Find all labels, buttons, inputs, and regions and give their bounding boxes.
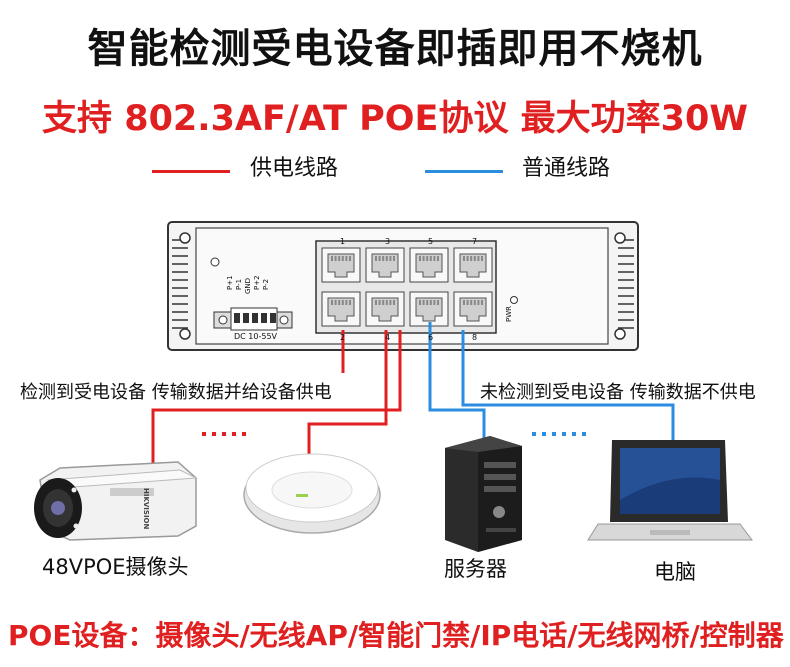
more-devices-dots-red bbox=[202, 432, 246, 436]
footer-poe-devices: POE设备：摄像头/无线AP/智能门禁/IP电话/无线网桥/控制器 等 bbox=[8, 619, 790, 652]
server-label: 服务器 bbox=[444, 557, 507, 581]
rj45-port bbox=[453, 247, 493, 283]
camera-label: 48VPOE摄像头 bbox=[42, 555, 189, 579]
terminal-label-p+1: P+1 bbox=[226, 275, 234, 290]
power-cable-camera bbox=[151, 330, 402, 470]
port-number-2: 2 bbox=[340, 333, 346, 342]
rj45-port bbox=[409, 247, 449, 283]
more-devices-dots-blue bbox=[532, 432, 586, 436]
port-number-5: 5 bbox=[428, 237, 434, 246]
laptop-device bbox=[587, 440, 753, 541]
caption-no-poe: 未检测到受电设备 传输数据不供电 bbox=[480, 382, 756, 403]
legend-power-label: 供电线路 bbox=[250, 156, 339, 181]
page-title: 智能检测受电设备即插即用不烧机 bbox=[87, 26, 703, 72]
legend-normal-line bbox=[425, 170, 503, 173]
terminal-label-p-2: P-2 bbox=[262, 278, 270, 290]
power-cable-ap bbox=[307, 330, 388, 458]
page-subtitle: 支持 802.3AF/AT POE协议 最大功率30W bbox=[42, 99, 748, 139]
pwr-label: PWR bbox=[505, 305, 513, 322]
rj45-port bbox=[365, 247, 405, 283]
camera-brand-label: HIKVISION bbox=[142, 488, 150, 530]
wireless-ap-device bbox=[243, 453, 381, 534]
port-number-7: 7 bbox=[472, 237, 478, 246]
data-cable-laptop bbox=[461, 330, 675, 440]
port-number-8: 8 bbox=[472, 333, 478, 342]
rj45-port bbox=[365, 291, 405, 327]
legend-power-line bbox=[152, 170, 230, 173]
ethernet-ports bbox=[321, 247, 493, 327]
port-number-6: 6 bbox=[428, 333, 434, 342]
poe-switch bbox=[167, 221, 639, 351]
server-device bbox=[445, 436, 522, 552]
port-number-1: 1 bbox=[340, 237, 346, 246]
rj45-port bbox=[453, 291, 493, 327]
laptop-label: 电脑 bbox=[654, 560, 696, 584]
port-number-4: 4 bbox=[385, 333, 391, 342]
terminal-label-p+2: P+2 bbox=[253, 275, 261, 290]
rj45-port bbox=[321, 291, 361, 327]
data-cable-server bbox=[428, 322, 486, 438]
terminal-label-p-1: P-1 bbox=[235, 278, 243, 290]
port-number-3: 3 bbox=[385, 237, 391, 246]
camera-device bbox=[34, 461, 198, 541]
terminal-label-gnd: GND bbox=[244, 277, 252, 294]
legend-normal-label: 普通线路 bbox=[522, 156, 611, 181]
rj45-port bbox=[409, 291, 449, 327]
caption-poe-detected: 检测到受电设备 传输数据并给设备供电 bbox=[20, 382, 332, 403]
power-input-label: DC 10-55V bbox=[234, 332, 278, 341]
rj45-port bbox=[321, 247, 361, 283]
